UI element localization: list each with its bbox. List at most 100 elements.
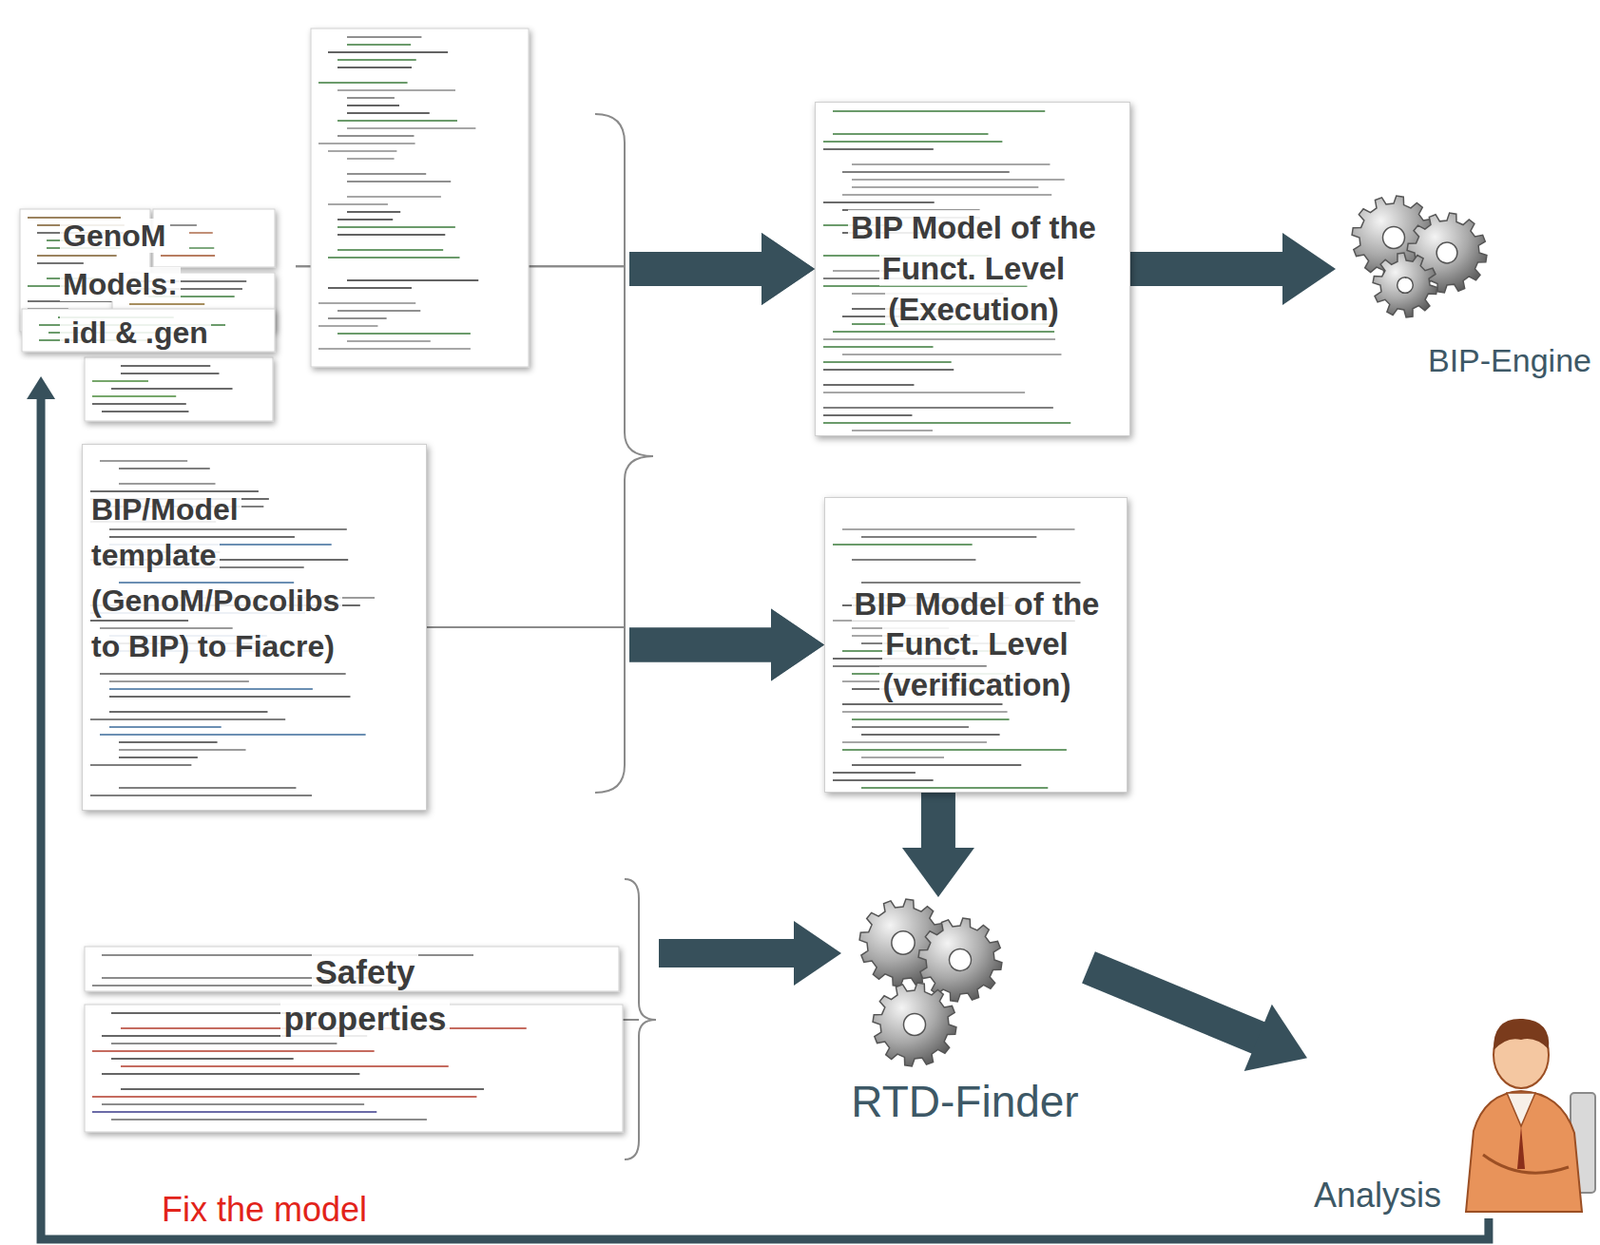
engine-gears: BIP-Engine	[1335, 194, 1597, 386]
code-line	[346, 340, 431, 342]
code-line	[337, 309, 421, 311]
code-line	[92, 395, 176, 397]
code-line	[92, 1050, 375, 1052]
box-title: GenoM Models: .idl & .gen	[59, 218, 212, 350]
icon-label: BIP-Engine	[1425, 342, 1595, 379]
code-line	[318, 325, 378, 327]
code-line	[346, 173, 426, 174]
icon-label: RTD-Finder	[848, 1077, 1081, 1127]
code-line	[120, 1088, 484, 1090]
code-line	[101, 1103, 365, 1105]
code-line	[842, 171, 1010, 173]
code-line	[346, 43, 411, 45]
code-line	[118, 741, 218, 743]
code-line	[337, 218, 393, 220]
curly-brace	[595, 114, 654, 793]
text-block: GenoM Models: .idl & .gen	[59, 212, 222, 359]
code-line	[111, 1042, 337, 1044]
code-thumbnail	[310, 28, 529, 367]
model-files-cluster: GenoM Models: .idl & .gen	[19, 207, 296, 377]
code-line	[118, 756, 198, 758]
code-line	[189, 247, 214, 249]
code-line	[823, 414, 912, 416]
code-line	[327, 51, 448, 53]
arrow-head	[26, 376, 56, 400]
code-line	[346, 279, 479, 281]
collar	[1506, 1093, 1536, 1127]
brace-feed	[426, 626, 625, 629]
code-line	[851, 559, 976, 560]
brace-feed	[426, 626, 625, 629]
code-line	[832, 779, 934, 781]
code-line	[346, 195, 442, 197]
code-line	[37, 254, 117, 256]
code-line	[842, 703, 1003, 705]
code-line	[327, 287, 412, 289]
code-line	[327, 317, 387, 319]
code-line	[842, 711, 1008, 713]
code-line	[861, 756, 945, 758]
code-line	[337, 134, 414, 136]
text-block: BIP-Engine	[1425, 342, 1595, 380]
gear-cluster	[859, 899, 1003, 1067]
code-line	[109, 528, 347, 530]
properties-box: Safety properties	[84, 946, 623, 1133]
arrow-shaft	[1088, 967, 1260, 1040]
code-line	[189, 231, 213, 233]
arm	[1483, 1155, 1569, 1174]
curly-brace	[624, 879, 656, 1160]
arrow-head	[1244, 1004, 1308, 1072]
arrow-head	[771, 609, 825, 682]
code-line	[346, 104, 400, 106]
code-line	[160, 254, 215, 256]
code-line	[111, 1058, 294, 1060]
code-line	[92, 1096, 477, 1098]
code-line	[337, 332, 471, 334]
text-block: Safety properties	[246, 948, 484, 1042]
code-line	[90, 619, 189, 621]
arrow-head	[771, 609, 825, 682]
code-line	[346, 96, 395, 98]
code-line	[337, 226, 456, 228]
code-line	[170, 224, 197, 226]
code-line	[109, 680, 250, 682]
code-line	[842, 528, 1076, 530]
code-line	[92, 380, 149, 382]
arrow-shaft	[921, 792, 956, 850]
code-line	[861, 733, 1001, 735]
code-line	[842, 749, 1067, 751]
text-block: RTD-Finder	[841, 1077, 1089, 1128]
box-title: Safety properties	[280, 953, 449, 1038]
code-line	[99, 673, 347, 675]
code-line	[337, 66, 412, 68]
arrow-shaft	[658, 939, 796, 968]
code-thumbnail	[310, 28, 529, 367]
flow-arrow	[26, 376, 1489, 1240]
code-line	[101, 410, 189, 412]
code-line	[823, 361, 952, 363]
code-line	[823, 140, 1003, 142]
checker-gears: RTD-Finder	[841, 897, 1089, 1132]
code-line	[118, 467, 211, 469]
code-line	[346, 36, 422, 38]
code-line	[861, 536, 1037, 538]
code-line	[318, 302, 416, 304]
code-line	[851, 726, 969, 728]
text-block: BIP/Model template (GenoM/Pocolibs to BI…	[88, 486, 363, 670]
code-line	[851, 163, 1050, 165]
code-line	[111, 1118, 427, 1120]
code-line	[92, 403, 187, 405]
code-line	[109, 726, 222, 728]
shirt	[1465, 1091, 1582, 1213]
code-box: BIP Model of the Funct. Level (verificat…	[824, 497, 1128, 793]
gear	[1372, 252, 1438, 318]
code-line	[120, 365, 211, 367]
code-line	[851, 764, 1022, 766]
box-title: BIP Model of the Funct. Level (Execution…	[848, 210, 1099, 328]
code-line	[832, 543, 973, 545]
flow-arrow	[622, 921, 842, 1021]
code-line	[318, 142, 416, 144]
gear	[872, 983, 957, 1067]
code-line	[346, 112, 430, 114]
